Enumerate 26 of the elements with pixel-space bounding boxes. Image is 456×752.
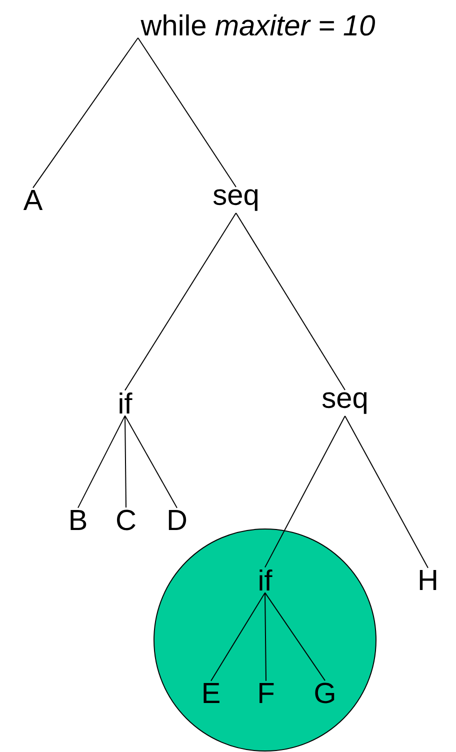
- loop-label: while maxiter = 10: [140, 14, 375, 36]
- operator-label: seq: [213, 189, 258, 211]
- leaf-label: G: [315, 682, 334, 704]
- tree-branch: [124, 415, 126, 508]
- tree-branch: [138, 37, 236, 188]
- leaf-label: D: [168, 510, 186, 530]
- tree-branch: [32, 37, 138, 188]
- tree-branch: [124, 212, 236, 391]
- tree-branch: [236, 212, 346, 390]
- tree-branch: [264, 416, 346, 568]
- leaf-label: E: [204, 683, 220, 703]
- tree-branch: [124, 415, 178, 508]
- tree-branch: [264, 592, 326, 682]
- tree-branch: [210, 592, 266, 682]
- leaf-label: B: [70, 510, 86, 530]
- tree-branch: [344, 416, 428, 568]
- leaf-label: F: [260, 683, 274, 703]
- tree-branch: [78, 415, 126, 508]
- operator-label: seq: [322, 392, 367, 414]
- operator-label: if: [260, 570, 272, 590]
- operator-label: if: [120, 392, 132, 414]
- highlight-circle: [154, 528, 376, 752]
- tree-branch: [264, 592, 266, 682]
- leaf-label: H: [420, 570, 436, 590]
- leaf-label: A: [23, 190, 43, 210]
- leaf-label: C: [117, 510, 136, 530]
